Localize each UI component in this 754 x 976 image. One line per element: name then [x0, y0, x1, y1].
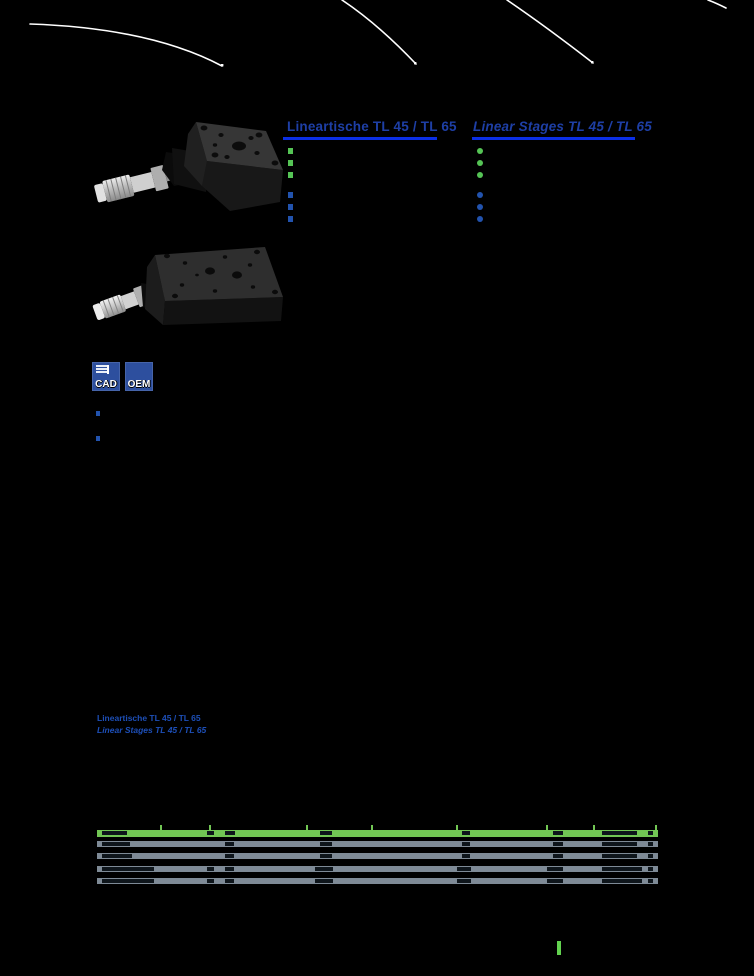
- table-text-remnant: [602, 842, 637, 846]
- table-column-tick: [371, 825, 373, 830]
- table-text-remnant: [547, 867, 563, 871]
- table-row-stripe: [97, 878, 658, 884]
- bullet-marker-de: [288, 172, 293, 178]
- heading-de: Lineartische TL 45 / TL 65: [287, 119, 457, 134]
- heading-en: Linear Stages TL 45 / TL 65: [473, 119, 652, 134]
- cad-layers-icon: [96, 365, 109, 376]
- table-text-remnant: [225, 831, 235, 835]
- table-text-remnant: [648, 831, 653, 835]
- footer-accent-bar: [557, 941, 561, 955]
- bullet-marker-en: [477, 216, 483, 222]
- table-text-remnant: [457, 879, 471, 883]
- bullet-marker-de: [288, 216, 293, 222]
- table-text-remnant: [602, 831, 637, 835]
- table-text-remnant: [102, 842, 130, 846]
- drawing-caption: Lineartische TL 45 / TL 65 Linear Stages…: [97, 712, 206, 736]
- bullet-marker-en: [477, 172, 483, 178]
- table-text-remnant: [102, 831, 127, 835]
- bullet-marker-en: [477, 148, 483, 154]
- table-text-remnant: [462, 842, 470, 846]
- table-text-remnant: [225, 867, 234, 871]
- badge-label: OEM: [127, 379, 151, 390]
- table-text-remnant: [602, 854, 637, 858]
- table-text-remnant: [225, 879, 234, 883]
- table-text-remnant: [547, 879, 563, 883]
- table-text-remnant: [207, 867, 214, 871]
- table-column-tick: [306, 825, 308, 830]
- bullet-marker-de: [288, 204, 293, 210]
- product-photo-stage-tl45: [94, 122, 283, 211]
- table-text-remnant: [320, 831, 332, 835]
- badge-row: CAD OEM: [92, 362, 158, 391]
- note-bullet-marker: [96, 411, 100, 416]
- table-text-remnant: [207, 831, 214, 835]
- table-text-remnant: [553, 854, 563, 858]
- bullet-marker-en: [477, 204, 483, 210]
- bullet-marker-en: [477, 192, 483, 198]
- oem-badge: OEM: [125, 362, 153, 391]
- table-text-remnant: [225, 842, 234, 846]
- table-text-remnant: [462, 831, 470, 835]
- heading-en-underline: [472, 137, 635, 140]
- drawing-caption-en: Linear Stages TL 45 / TL 65: [97, 725, 207, 735]
- bullet-marker-de: [288, 148, 293, 154]
- bullet-marker-de: [288, 192, 293, 198]
- table-text-remnant: [648, 867, 653, 871]
- table-text-remnant: [462, 854, 470, 858]
- table-text-remnant: [225, 854, 234, 858]
- table-row-stripe: [97, 841, 658, 847]
- table-text-remnant: [207, 879, 214, 883]
- badge-label: CAD: [95, 379, 117, 390]
- table-text-remnant: [102, 867, 154, 871]
- table-column-tick: [209, 825, 211, 830]
- table-text-remnant: [102, 879, 154, 883]
- table-row-stripe: [97, 866, 658, 872]
- drawing-caption-de: Lineartische TL 45 / TL 65: [97, 713, 201, 723]
- product-photo-stage-tl65: [92, 247, 283, 325]
- table-column-tick: [456, 825, 458, 830]
- table-text-remnant: [102, 854, 132, 858]
- table-text-remnant: [320, 854, 332, 858]
- table-text-remnant: [602, 867, 642, 871]
- table-text-remnant: [320, 842, 332, 846]
- table-text-remnant: [457, 867, 471, 871]
- table-text-remnant: [553, 842, 563, 846]
- cad-badge: CAD: [92, 362, 120, 391]
- decor-arcs: [29, 0, 727, 67]
- bullet-marker-en: [477, 160, 483, 166]
- table-column-tick: [593, 825, 595, 830]
- table-header-stripe: [97, 830, 658, 837]
- table-text-remnant: [602, 879, 642, 883]
- table-text-remnant: [315, 879, 333, 883]
- table-column-tick: [546, 825, 548, 830]
- table-text-remnant: [315, 867, 333, 871]
- table-text-remnant: [648, 854, 653, 858]
- note-bullet-marker: [96, 436, 100, 441]
- table-column-tick: [160, 825, 162, 830]
- table-text-remnant: [648, 879, 653, 883]
- bullet-marker-de: [288, 160, 293, 166]
- table-column-tick: [655, 825, 657, 830]
- table-text-remnant: [648, 842, 653, 846]
- table-text-remnant: [553, 831, 563, 835]
- heading-de-underline: [283, 137, 437, 140]
- table-row-stripe: [97, 853, 658, 859]
